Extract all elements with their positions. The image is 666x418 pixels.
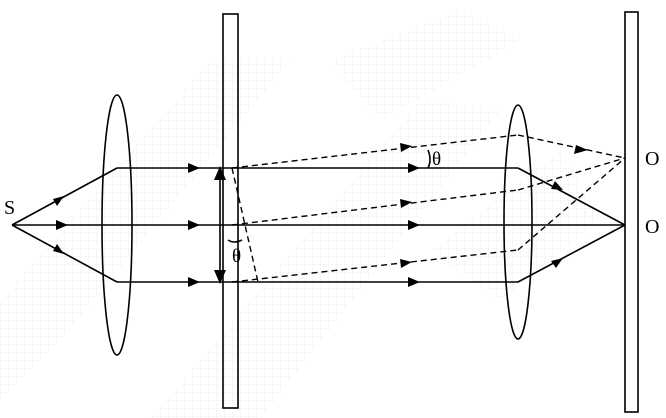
angle-arc-slit xyxy=(227,239,243,243)
watermark xyxy=(0,10,600,418)
incident-rays xyxy=(11,167,625,283)
slit-plate xyxy=(222,13,239,409)
angle-arc-top xyxy=(427,149,431,169)
diffracted-rays xyxy=(231,134,626,283)
angle-slit-label: θ xyxy=(232,246,241,267)
angle-top-label: θ xyxy=(432,149,441,170)
undeviated-rays xyxy=(228,167,626,283)
screen-upper-label: O xyxy=(645,148,659,170)
slit-width-arrow xyxy=(214,166,226,284)
focusing-lens xyxy=(503,104,533,340)
screen xyxy=(624,11,639,413)
ray-arrowheads xyxy=(53,143,588,287)
screen-center-label: O xyxy=(645,216,659,238)
source-label: S xyxy=(4,197,15,219)
